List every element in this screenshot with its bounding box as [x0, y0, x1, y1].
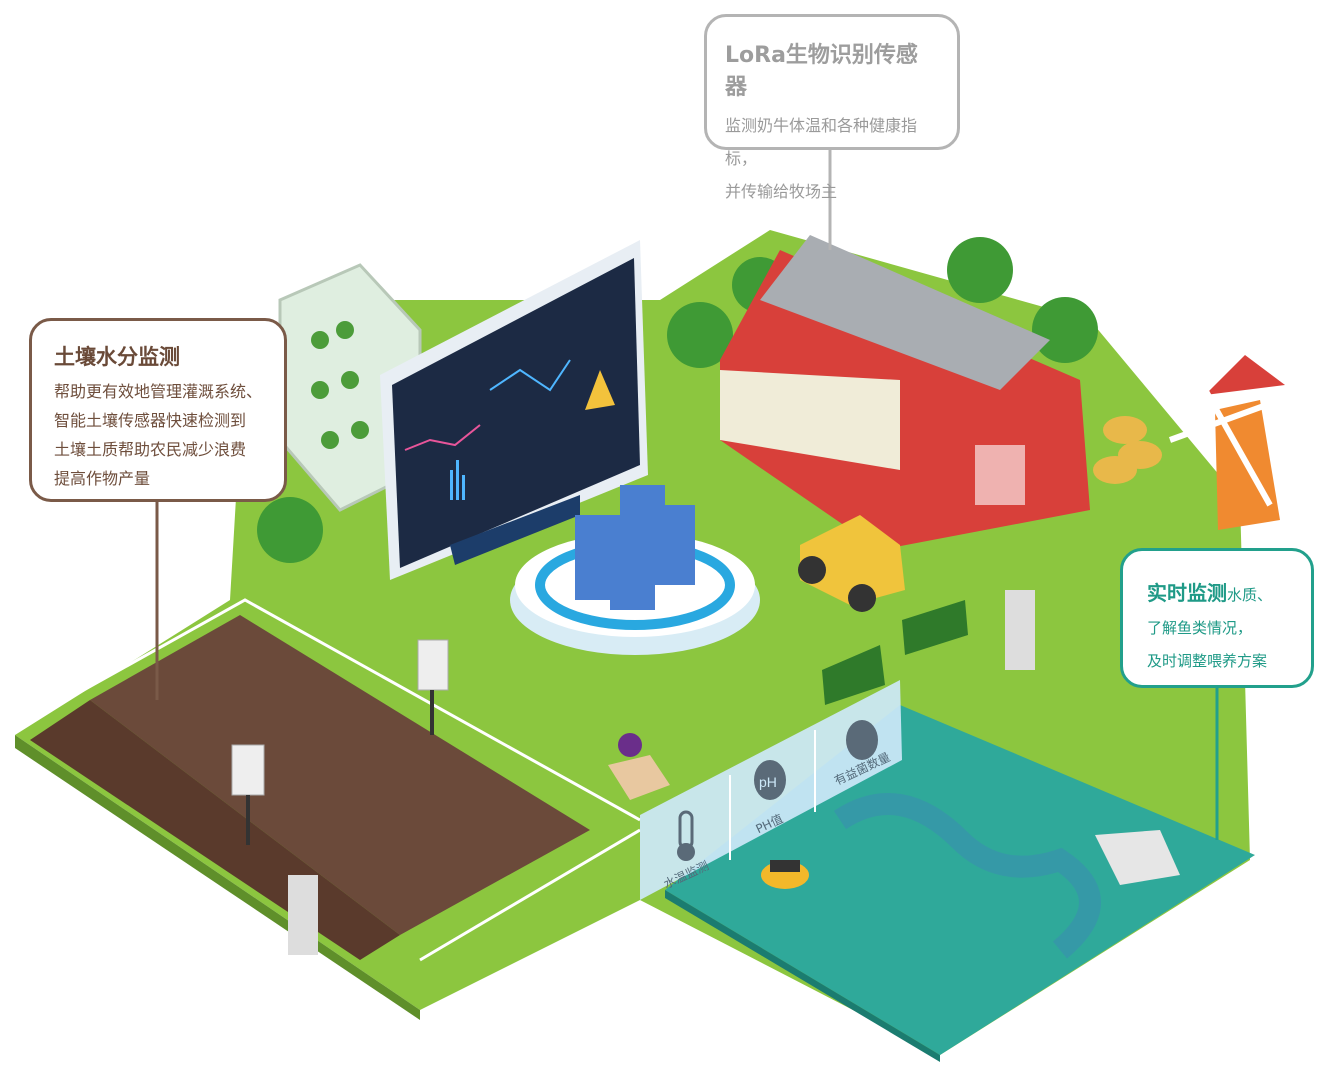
callout-line: 监测奶牛体温和各种健康指标，	[725, 116, 918, 168]
callout-line: 及时调整喂养方案	[1147, 652, 1268, 670]
tractor	[798, 515, 905, 612]
thermometer-icon	[677, 810, 695, 861]
lora-sensor-callout: LoRa生物识别传感器 监测奶牛体温和各种健康指标， 并传输给牧场主	[704, 14, 960, 201]
feeder-boat	[1095, 830, 1180, 885]
ph-icon: pH	[754, 760, 786, 800]
svg-text:pH: pH	[759, 774, 777, 790]
callout-title: LoRa生物识别传感器	[725, 43, 918, 100]
dashboard-monitor	[380, 240, 648, 580]
server-platform	[510, 485, 760, 655]
water-robot	[761, 860, 809, 889]
callout-line: 提高作物产量	[54, 469, 151, 488]
callout-line: 并传输给牧场主	[725, 182, 838, 201]
windmill	[1168, 343, 1285, 530]
callout-line: 了解鱼类情况，	[1147, 619, 1253, 637]
callout-title-suffix: 水质、	[1227, 586, 1273, 604]
flower-planter	[608, 733, 670, 800]
callout-title: 实时监测	[1147, 581, 1227, 605]
ground-edge	[15, 735, 420, 1020]
sensor-stations	[231, 590, 1035, 955]
hedges	[822, 600, 968, 705]
callout-title: 土壤水分监测	[54, 345, 180, 369]
water-quality-callout: 实时监测水质、 了解鱼类情况， 及时调整喂养方案	[1120, 548, 1314, 688]
soil-moisture-callout: 土壤水分监测 帮助更有效地管理灌溉系统、 智能土壤传感器快速检测到 土壤土质帮助…	[29, 318, 287, 502]
callout-line: 帮助更有效地管理灌溉系统、	[54, 382, 263, 401]
hay-bales	[1093, 416, 1162, 484]
callout-line: 智能土壤传感器快速检测到	[54, 411, 247, 430]
barn	[720, 235, 1090, 550]
callout-line: 土壤土质帮助农民减少浪费	[54, 440, 247, 459]
bacteria-icon	[846, 720, 878, 760]
